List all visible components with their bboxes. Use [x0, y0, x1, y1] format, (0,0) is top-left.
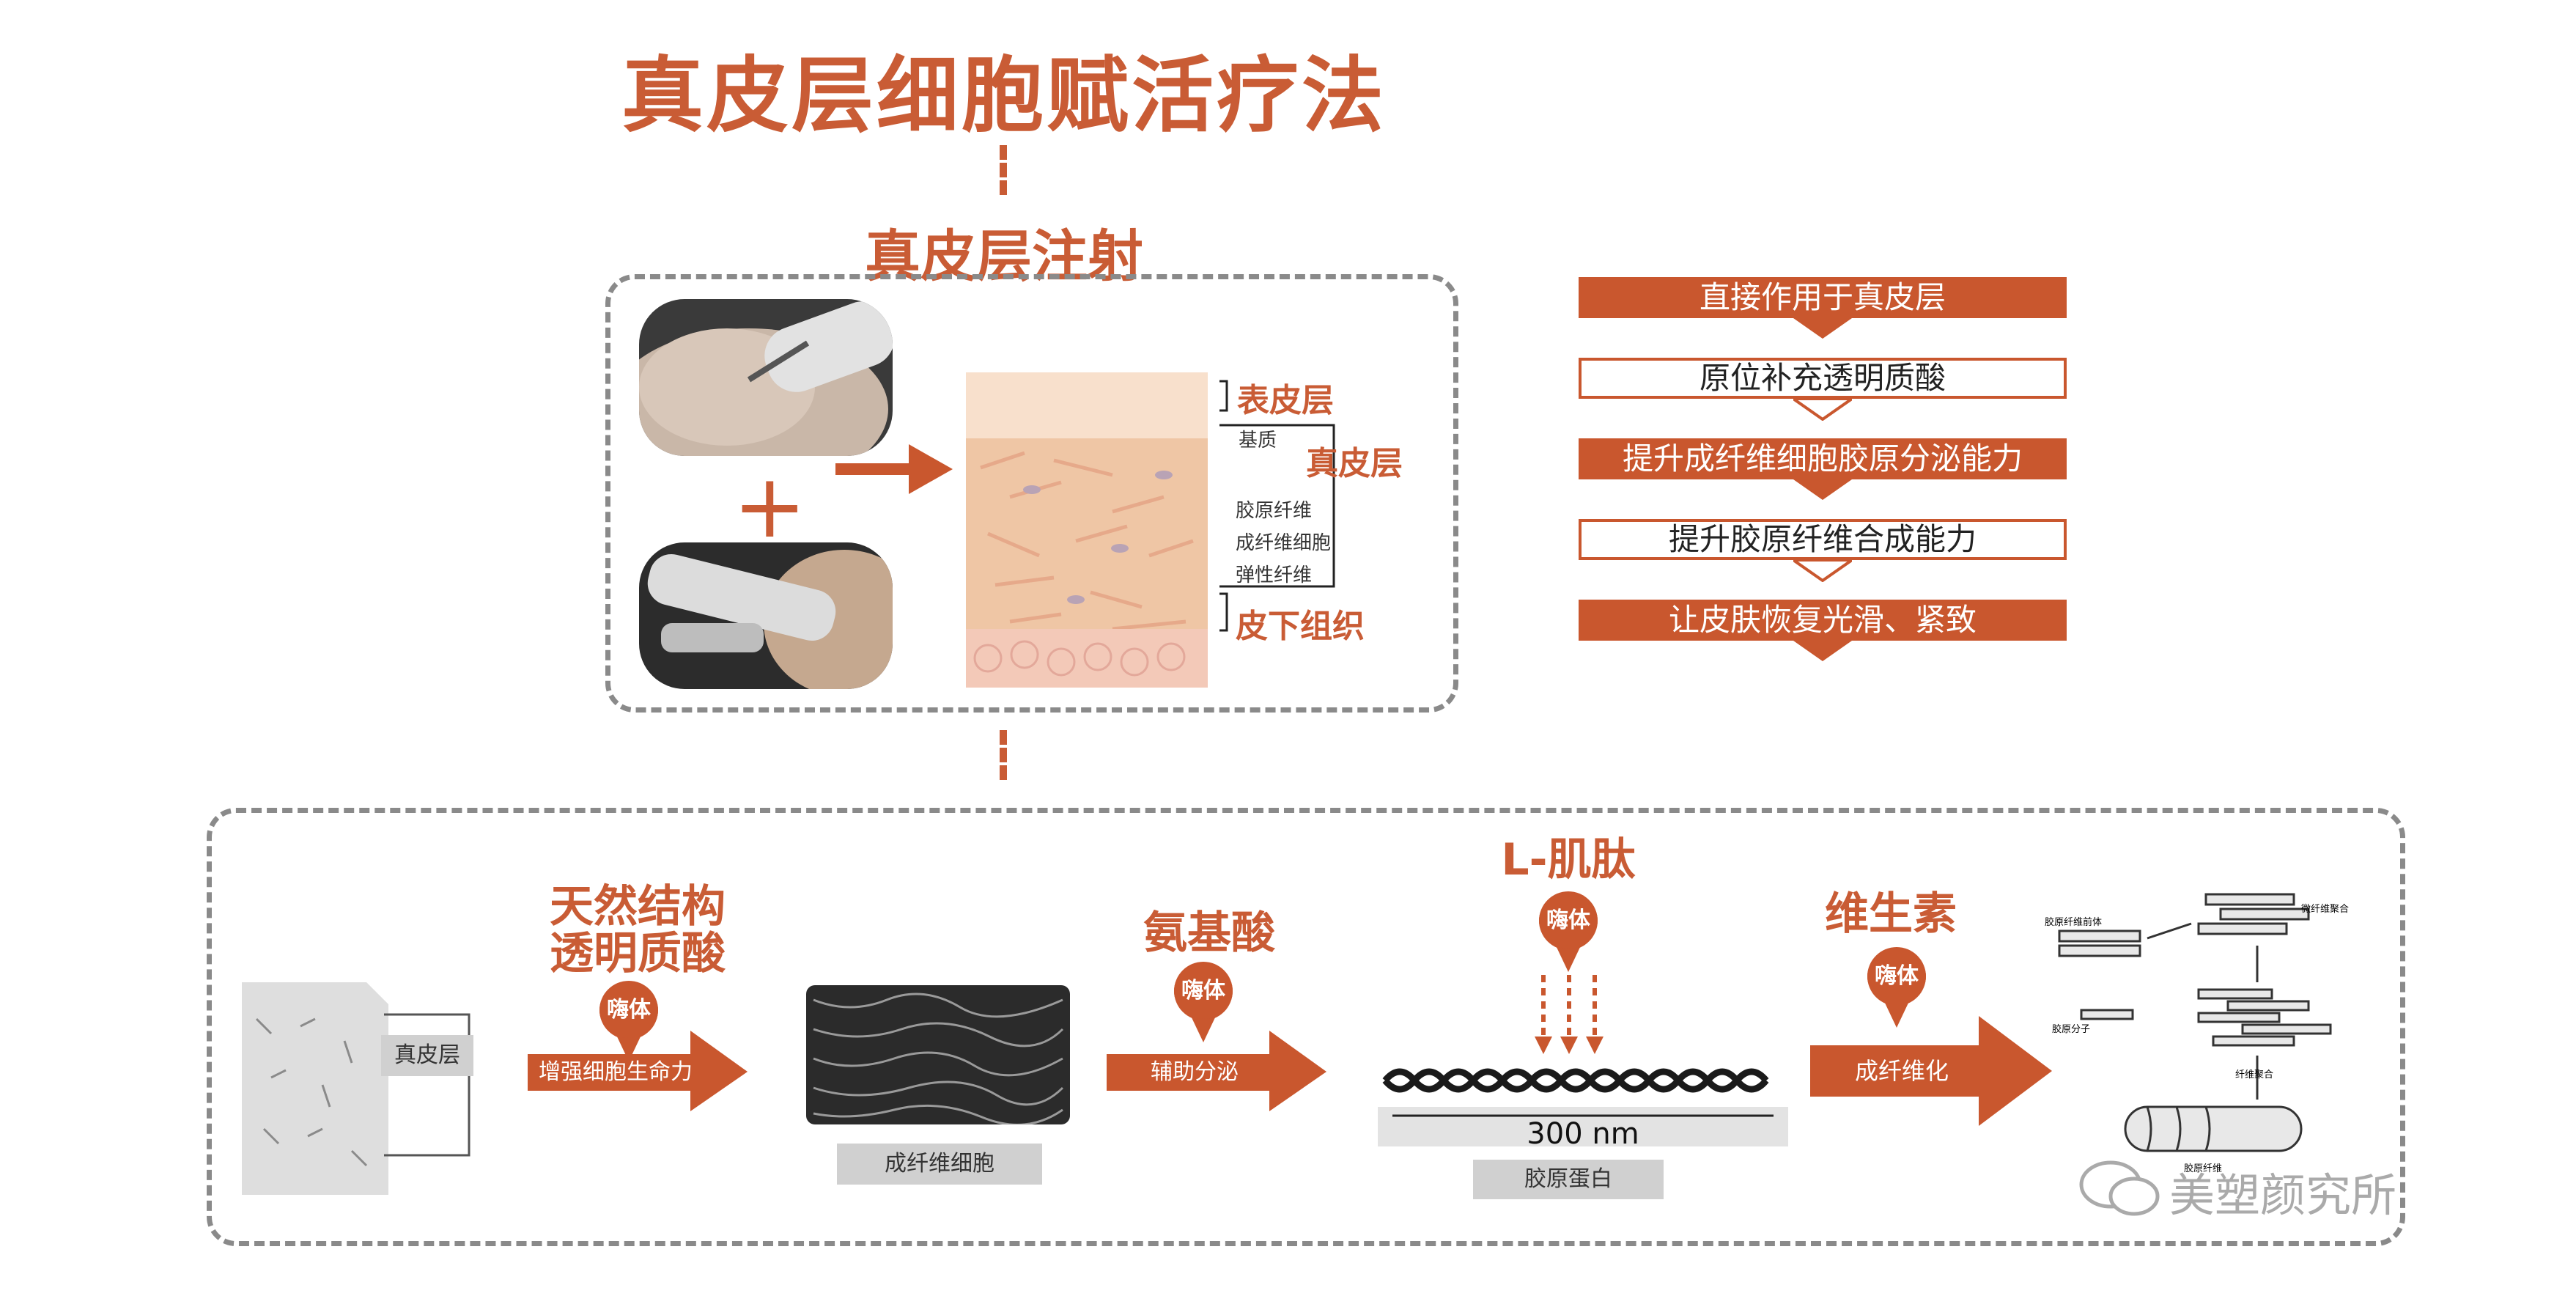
step2-pill: 嗨体	[1174, 963, 1233, 1019]
step2-arrow	[1107, 1031, 1326, 1111]
benefit-1: 直接作用于真皮层	[1579, 277, 2067, 318]
step2-title: 氨基酸	[1143, 907, 1275, 959]
benefit-2: 原位补充透明质酸	[1579, 358, 2067, 399]
fiber-label-a: 胶原纤维前体	[2045, 916, 2102, 928]
step4-pill: 嗨体	[1867, 949, 1926, 1004]
skin-cross-section	[966, 372, 1208, 688]
label-subcutaneous: 皮下组织	[1236, 608, 1365, 645]
arrow-to-skin	[835, 444, 953, 494]
label-elastic-fiber: 弹性纤维	[1236, 564, 1313, 586]
benefit-3: 提升成纤维细胞胶原分泌能力	[1579, 438, 2067, 479]
connector-middle	[1000, 730, 1007, 780]
injection-photo-1	[639, 299, 893, 456]
connector-top	[1000, 145, 1007, 195]
plus-sign: +	[733, 456, 807, 558]
benefit-4: 提升胶原纤维合成能力	[1579, 519, 2067, 560]
dermis-bracket	[384, 1013, 470, 1157]
watermark-text: 美塑颜究所	[2169, 1168, 2397, 1222]
label-collagen-fiber: 胶原纤维	[1236, 500, 1313, 522]
injection-photo-2	[639, 542, 893, 689]
fiber-label-d: 纤维聚合	[2235, 1069, 2273, 1080]
step4-arrow-label: 成纤维化	[1854, 1057, 1949, 1085]
fiber-label-c: 微纤维聚合	[2301, 904, 2349, 915]
skin-brackets	[1219, 380, 1335, 632]
step1-pill: 嗨体	[599, 982, 658, 1038]
wechat-icon	[2079, 1160, 2160, 1216]
step1-arrow-label: 增强细胞生命力	[539, 1059, 693, 1085]
step3-pill: 嗨体	[1539, 893, 1598, 949]
benefit-pointer-4	[1793, 560, 1852, 582]
step2-arrow-label: 辅助分泌	[1151, 1059, 1239, 1085]
benefit-pointer-2	[1793, 399, 1852, 421]
page-title: 真皮层细胞赋活疗法	[621, 48, 1387, 144]
step3-title: L-肌肽	[1501, 834, 1636, 886]
label-fibroblast: 成纤维细胞	[1236, 532, 1332, 554]
scale-label: 300 nm	[1527, 1117, 1639, 1151]
step1-arrow	[528, 1031, 748, 1111]
benefit-pointer-1	[1793, 318, 1852, 339]
step4-arrow	[1810, 1016, 2052, 1126]
step1-title-line1: 天然结构	[550, 881, 726, 932]
fibroblast-image	[806, 985, 1070, 1124]
process-panel	[207, 808, 2405, 1246]
step3-dashed-arrows	[1535, 975, 1603, 1054]
dermis-block	[242, 982, 388, 1195]
step1-title-line2: 透明质酸	[550, 928, 726, 979]
fibroblast-tag: 成纤维细胞	[837, 1144, 1042, 1185]
collagen-helix	[1378, 1068, 1788, 1146]
label-epidermis: 表皮层	[1237, 382, 1334, 419]
fiber-label-b: 胶原分子	[2052, 1023, 2090, 1035]
dermis-tag: 真皮层	[381, 1035, 473, 1076]
collagen-tag: 胶原蛋白	[1473, 1160, 1664, 1199]
fiber-assembly-diagram: 胶原纤维前体 胶原分子 微纤维聚合 纤维聚合 胶原纤维	[2045, 893, 2349, 1174]
injection-panel	[605, 274, 1458, 713]
label-matrix: 基质	[1239, 430, 1277, 452]
step4-title: 维生素	[1825, 888, 1957, 940]
benefit-pointer-3	[1793, 479, 1852, 500]
label-dermis: 真皮层	[1306, 445, 1403, 482]
benefit-pointer-5	[1793, 641, 1852, 661]
fiber-label-e: 胶原纤维	[2184, 1163, 2222, 1174]
benefit-5: 让皮肤恢复光滑、紧致	[1579, 600, 2067, 641]
